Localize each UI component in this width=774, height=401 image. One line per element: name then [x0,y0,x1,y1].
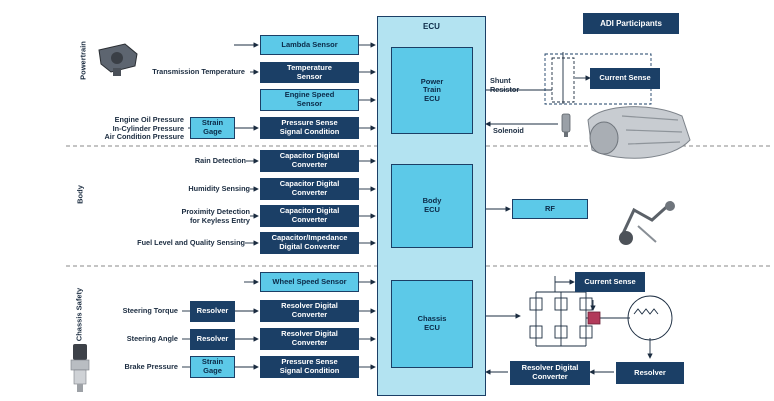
resolver-digital-converter-torque: Resolver Digital Converter [260,300,359,322]
resolver-digital-converter-chassis: Resolver Digital Converter [510,361,590,385]
section-label-body: Body [75,185,85,204]
chassis-ecu: Chassis ECU [391,280,473,368]
label-steering-angle: Steering Angle [126,334,178,343]
section-label-powertrain: Powertrain [78,41,88,80]
strain-gage-block-chassis: Strain Gage [190,356,235,378]
capacitor-converter-proximity: Capacitor Digital Converter [260,205,359,227]
label-solenoid: Solenoid [493,126,524,135]
powertrain-ecu: Power Train ECU [391,47,473,134]
label-shunt-resistor: Shunt Resistor [490,76,520,94]
label-humidity-sensing: Humidity Sensing [188,184,250,193]
ecu-title: ECU [423,22,440,31]
pressure-sense-block-powertrain: Pressure Sense Signal Condition [260,117,359,139]
current-sense-block-chassis: Current Sense [575,272,645,292]
label-steering-torque: Steering Torque [122,306,178,315]
engine-speed-sensor-block: Engine Speed Sensor [260,89,359,111]
adi-participants-legend: ADI Participants [583,13,679,34]
resolver-block-torque: Resolver [190,301,235,322]
wheel-speed-sensor-block: Wheel Speed Sensor [260,272,359,292]
resolver-block-angle: Resolver [190,329,235,350]
suspension-image [618,200,675,245]
map-sensor-image [98,43,138,76]
body-ecu: Body ECU [391,164,473,248]
label-rain-detection: Rain Detection [194,156,246,165]
pressure-sense-block-chassis: Pressure Sense Signal Condition [260,356,359,378]
h-bridge-sketch [529,291,630,347]
rf-block: RF [512,199,588,219]
label-transmission-temperature: Transmission Temperature [152,67,245,76]
capacitor-converter-rain: Capacitor Digital Converter [260,150,359,172]
resolver-block-chassis: Resolver [616,362,684,384]
label-engine-oil-pressure: Engine Oil Pressure In-Cylinder Pressure… [104,115,184,142]
section-label-chassis-safety: Chassis Safety [74,287,84,342]
temperature-sensor-block: Temperature Sensor [260,62,359,83]
strain-gage-block-powertrain: Strain Gage [190,117,235,139]
capacitor-converter-humidity: Capacitor Digital Converter [260,178,359,200]
transmission-image [587,106,691,159]
solenoid-image [561,113,571,137]
label-brake-pressure: Brake Pressure [124,362,178,371]
lambda-sensor-block: Lambda Sensor [260,35,359,55]
current-sense-resistor [587,311,601,325]
current-sense-block-powertrain: Current Sense [590,68,660,89]
pressure-sensor-image [70,344,90,392]
label-fuel-level: Fuel Level and Quality Sensing [137,238,245,247]
motor-winding [633,308,659,315]
resolver-digital-converter-angle: Resolver Digital Converter [260,328,359,350]
label-proximity-detection: Proximity Detection for Keyless Entry [181,207,250,225]
capacitor-impedance-converter: Capacitor/Impedance Digital Converter [260,232,359,254]
motor-circle [627,295,673,341]
